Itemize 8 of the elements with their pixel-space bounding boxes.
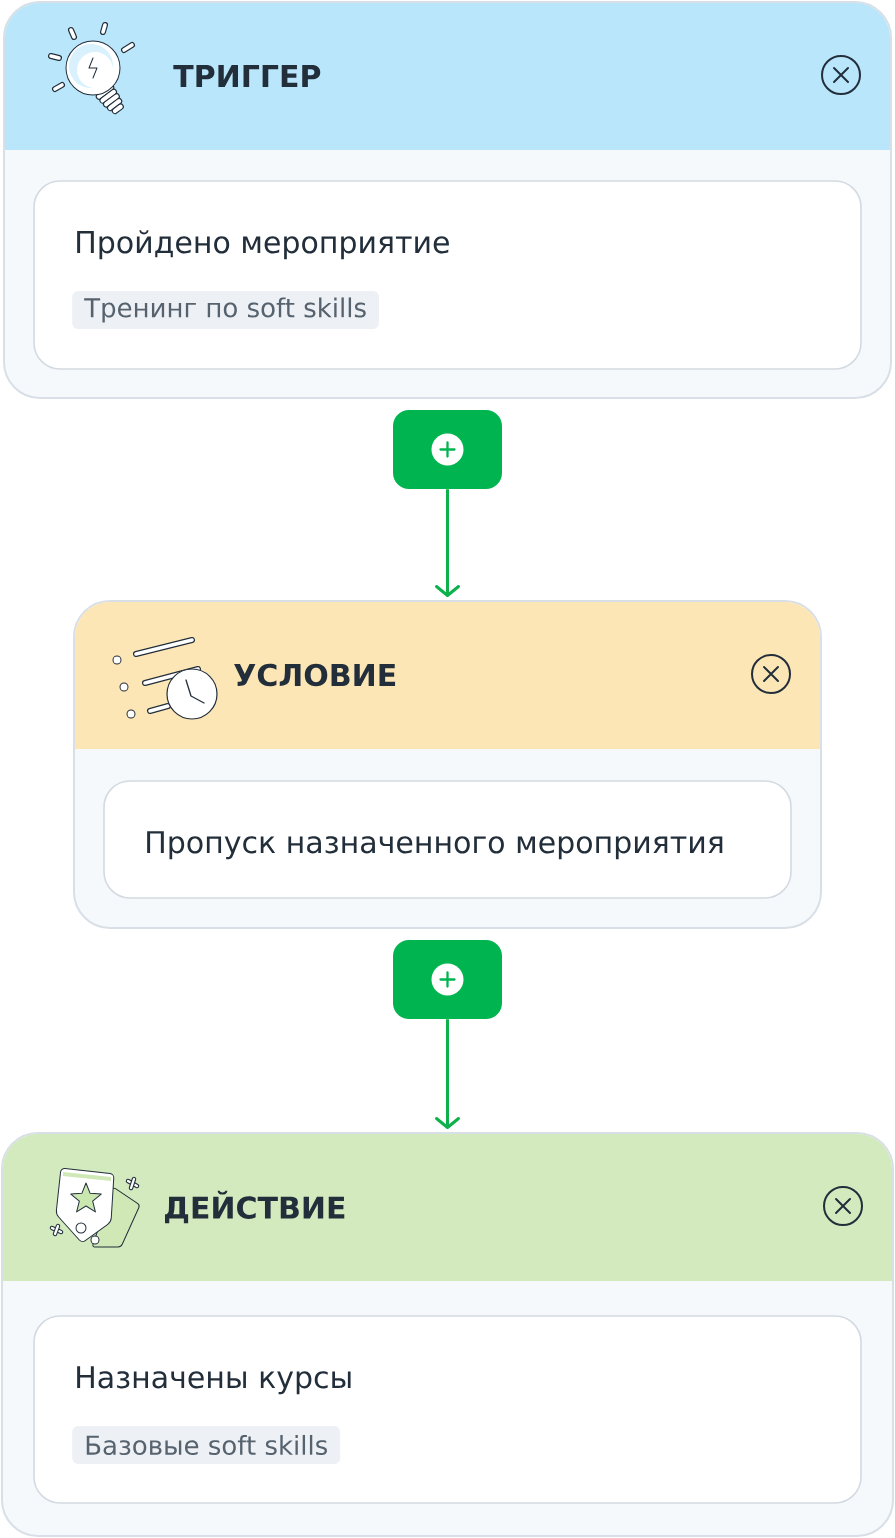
- event-card: Пропуск назначенного мероприятия: [103, 780, 792, 899]
- arrow: [435, 489, 460, 597]
- header-band: ДЕЙСТВИЕ: [3, 1134, 892, 1281]
- header-band: УСЛОВИЕ: [75, 602, 820, 749]
- arrow: [435, 1019, 460, 1129]
- chip: Тренинг по soft skills: [72, 291, 379, 329]
- header-band: ТРИГГЕР: [5, 3, 890, 150]
- chip: Базовые soft skills: [72, 1426, 341, 1464]
